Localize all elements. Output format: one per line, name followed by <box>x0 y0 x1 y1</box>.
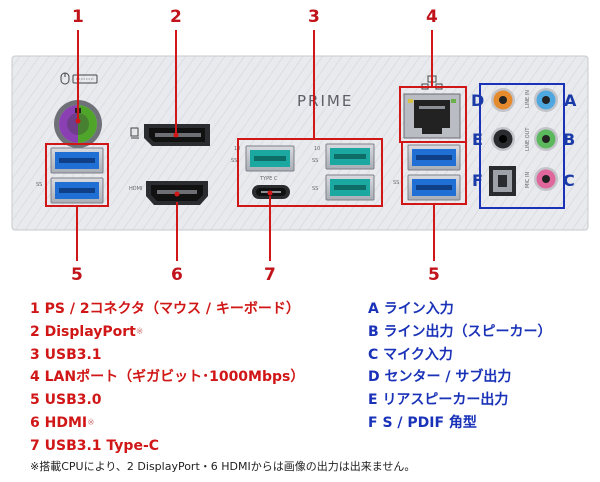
footnote-mark: ※ <box>87 417 95 428</box>
callout-box-usb31 <box>237 138 383 207</box>
lan-port <box>403 93 461 139</box>
legend-item-4: 4 LANポート（ギガビット･1000Mbps） <box>30 369 305 386</box>
callout-number-1: 1 <box>72 7 84 27</box>
legend-audio-letters: A ライン入力 B ライン出力（スピーカー） C マイク入力 D センター / … <box>368 298 552 435</box>
legend-item-7: 7 USB3.1 Type-C <box>30 437 160 454</box>
brand-logo: PRIME <box>297 92 353 110</box>
mouse-icon <box>60 72 70 85</box>
legend-port-numbers: 1 PS / 2コネクタ（マウス / キーボード） 2 DisplayPort※… <box>30 298 304 458</box>
callout-letter-e: E <box>472 130 483 149</box>
rear-io-diagram: HDMI 10 SS 10 SS SS TYPE C SS PRIME <box>11 7 589 285</box>
audio-jack-line-out <box>534 127 558 151</box>
callout-letter-f: F <box>472 171 483 190</box>
legend-item-1: 1 PS / 2コネクタ（マウス / キーボード） <box>30 301 300 317</box>
usb10-mark: 10 <box>314 146 320 152</box>
legend-item-2: 2 DisplayPort※ <box>30 323 144 340</box>
legend-item-d: D センター / サブ出力 <box>368 369 512 386</box>
callout-box-audio <box>479 83 565 209</box>
legend-item-b: B ライン出力（スピーカー） <box>368 323 552 340</box>
footnote-mark: ※ <box>135 326 144 337</box>
type-c-label: TYPE C <box>259 176 278 182</box>
usb-ss-mark: SS <box>312 186 318 192</box>
callout-number-5-right: 5 <box>428 265 440 285</box>
leader-dot-7 <box>267 190 273 196</box>
displayport-icon <box>130 127 139 139</box>
leader-dot-6 <box>174 191 180 197</box>
legend-item-3: 3 USB3.1 <box>30 346 102 363</box>
line-in-label: LINE IN <box>525 90 531 108</box>
callout-letter-b: B <box>563 130 575 149</box>
audio-jack-mic-in <box>534 167 558 191</box>
usb-ss-mark: SS <box>312 158 318 164</box>
legend-item-e: E リアスピーカー出力 <box>368 392 509 409</box>
callout-number-2: 2 <box>170 7 182 27</box>
legend-item-f: F S / PDIF 角型 <box>368 414 477 431</box>
usb31-port <box>245 145 295 172</box>
callout-letter-c: C <box>563 171 575 190</box>
leader-dot-2 <box>173 132 179 138</box>
usb30-port <box>50 177 104 204</box>
callout-number-7: 7 <box>264 265 276 285</box>
usb-ss-mark: SS <box>36 182 42 188</box>
hdmi-port-label: HDMI <box>129 186 142 192</box>
usb31-port <box>325 174 375 201</box>
audio-jack-rear-speaker <box>491 127 515 151</box>
usb30-port <box>407 174 461 201</box>
callout-number-5-left: 5 <box>71 265 83 285</box>
leader-dot-1 <box>75 118 81 124</box>
usb30-port <box>407 144 461 171</box>
usb30-port <box>50 147 104 174</box>
legend-item-a: A ライン入力 <box>368 301 454 317</box>
line-out-label: LINE OUT <box>525 127 531 151</box>
usb-ss-mark: SS <box>393 180 399 186</box>
footnote: ※搭載CPUにより、2 DisplayPort・6 HDMIからは画像の出力は出… <box>30 460 416 473</box>
mic-in-label: MIC IN <box>525 172 531 188</box>
callout-letter-d: D <box>471 91 484 110</box>
legend-item-c: C マイク入力 <box>368 346 453 363</box>
audio-jack-line-in <box>534 88 558 112</box>
audio-jack-center-sub <box>491 88 515 112</box>
callout-letter-a: A <box>564 91 577 110</box>
callout-number-6: 6 <box>171 265 183 285</box>
usb31-port <box>325 143 375 170</box>
usb-ss-mark: SS <box>231 158 237 164</box>
callout-number-4: 4 <box>426 7 438 27</box>
spdif-port <box>489 166 516 196</box>
legend-item-6: 6 HDMI※ <box>30 414 95 431</box>
callout-number-3: 3 <box>308 7 320 27</box>
legend-item-5: 5 USB3.0 <box>30 392 102 409</box>
ps2-port <box>54 100 102 148</box>
